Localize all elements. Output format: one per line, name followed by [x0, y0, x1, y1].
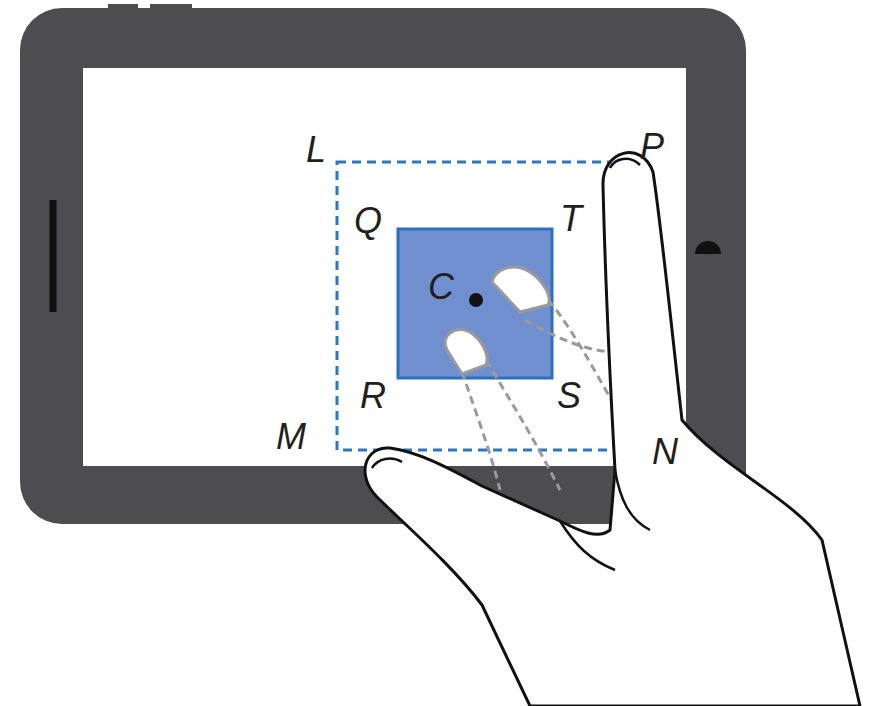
point-label: Q — [354, 203, 382, 239]
dashed-square — [337, 162, 628, 450]
point-label: R — [360, 378, 386, 414]
ghost-fingertip — [445, 330, 487, 374]
point-label: N — [652, 434, 678, 470]
motion-trail — [525, 320, 615, 352]
finger-crease — [615, 470, 650, 530]
point-label: S — [557, 378, 581, 414]
point-label: C — [428, 269, 454, 305]
camera — [695, 241, 721, 254]
tablet-screen — [83, 68, 686, 466]
thumb-nail — [372, 459, 402, 468]
ghost-fingertip — [492, 267, 549, 312]
point-label: T — [560, 201, 582, 237]
point-label: L — [306, 132, 326, 168]
tablet-button — [108, 4, 138, 10]
palm-crease — [560, 521, 615, 570]
blue-square — [398, 229, 552, 378]
center-point — [469, 293, 483, 307]
finger-nail — [610, 159, 640, 168]
tablet-button — [150, 4, 192, 10]
point-label: P — [640, 129, 664, 165]
hand — [365, 153, 860, 706]
point-label: M — [276, 419, 306, 455]
motion-trail — [462, 372, 500, 490]
side-button — [50, 200, 57, 312]
motion-trail — [486, 360, 560, 490]
